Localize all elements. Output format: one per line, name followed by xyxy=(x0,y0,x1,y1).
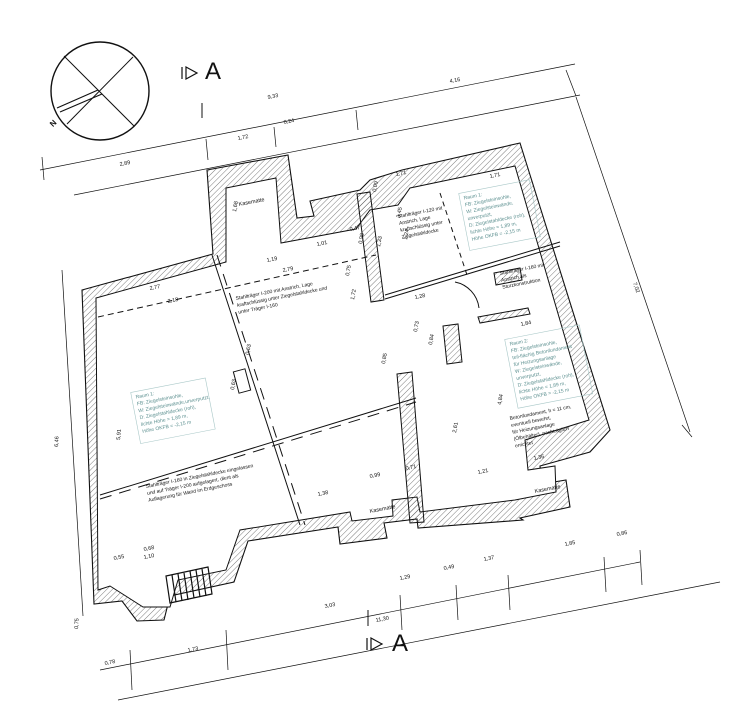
dim-261: 2,61 xyxy=(452,422,460,434)
dim-279: 2,79 xyxy=(282,266,294,274)
dim-073: 0,73 xyxy=(413,321,421,333)
dim-484: 4,84 xyxy=(497,394,505,406)
kasematte-mid-label: Kasematte xyxy=(369,504,396,515)
foundation-line-5: errichtet xyxy=(515,440,534,449)
dim-055: 0,55 xyxy=(113,554,125,562)
dim-173: 1,73 xyxy=(187,646,199,654)
dim-121: 1,21 xyxy=(477,468,489,476)
dim-128: 1,28 xyxy=(414,293,426,301)
dim-009: 0,09 xyxy=(372,181,380,193)
section-marker-bottom: A xyxy=(366,610,408,657)
stairs xyxy=(165,566,213,604)
section-label-top: A xyxy=(205,58,221,85)
dim-099: 0,99 xyxy=(369,472,381,480)
dim-933: 9,33 xyxy=(267,93,279,101)
dim-185: 1,85 xyxy=(564,540,576,548)
room1-left-line-1: Raum 1: xyxy=(135,391,155,400)
dim-138: 1,38 xyxy=(317,490,329,498)
dim-063: 0,63 xyxy=(230,379,238,391)
dim-303: 3,03 xyxy=(324,602,336,610)
section-marker-top: A xyxy=(181,58,221,118)
dim-078: 0,78 xyxy=(104,659,116,667)
dim-702: 7,02 xyxy=(631,282,640,294)
dim-136: 1,36 xyxy=(533,454,545,462)
dim-047: 0,47 xyxy=(349,225,361,233)
dim-075b: 0,75 xyxy=(345,265,353,277)
dim-172: 1,72 xyxy=(237,134,249,142)
dim-218: 2,18 xyxy=(167,297,179,305)
beam-160-right-line-2: Anstrich als xyxy=(501,273,528,284)
dim-024: 0,24 xyxy=(283,118,295,126)
room1-left-box: Raum 1: FB: Ziegelsteinsohle, W: Ziegels… xyxy=(130,377,216,444)
dim-133: 1,33 xyxy=(376,236,384,248)
dim-172b: 1,72 xyxy=(350,289,358,301)
dim-277: 2,77 xyxy=(149,284,161,292)
dim-416: 4,16 xyxy=(449,77,461,85)
dim-101: 1,01 xyxy=(316,240,328,248)
room1-top-line-1: Raum 1: xyxy=(463,192,483,201)
dim-085: 0,85 xyxy=(381,353,389,365)
dim-098: 0,98 xyxy=(358,233,366,245)
room1-top-line-4: unverputzt, xyxy=(467,212,492,223)
dim-171b: 1,71 xyxy=(489,172,501,180)
dim-289: 2,89 xyxy=(119,160,131,168)
dim-084: 0,84 xyxy=(428,334,436,346)
dim-049: 0,49 xyxy=(443,564,455,572)
dim-119: 1,19 xyxy=(266,256,278,264)
dim-171a: 1,71 xyxy=(395,170,407,178)
dim-129: 1,29 xyxy=(399,574,411,582)
dim-075: 0,75 xyxy=(74,618,81,629)
dim-168: 1,68 xyxy=(232,201,240,213)
dim-646: 6,46 xyxy=(54,436,61,447)
dim-110: 1,10 xyxy=(143,553,155,561)
room-info-boxes: Raum 1: FB: Ziegelsteinsohle, W: Ziegels… xyxy=(130,179,594,444)
steel-beams xyxy=(97,192,561,526)
dim-086: 0,86 xyxy=(616,530,628,538)
dimension-texts: 9,33 4,16 2,89 1,72 0,24 7,02 6,46 0,75 … xyxy=(54,77,640,667)
section-label-bottom: A xyxy=(392,630,408,657)
north-compass: N xyxy=(48,41,150,141)
room1-top-box: Raum 1: FB: Ziegelsteinsohle, W: Ziegels… xyxy=(458,179,541,251)
dim-591: 5,91 xyxy=(116,429,123,440)
dim-137: 1,37 xyxy=(483,555,495,563)
dim-068: 0,68 xyxy=(143,545,155,553)
dim-184: 1,84 xyxy=(520,320,532,328)
kasematte-top-label: Kasematte xyxy=(238,197,265,208)
interior-walls xyxy=(356,191,531,524)
north-label: N xyxy=(48,118,59,129)
dim-1130: 11,30 xyxy=(375,616,389,624)
dim-345: 3,45 xyxy=(396,207,404,219)
room2-line-1: Raum 2: xyxy=(509,338,529,347)
dim-071: 0,71 xyxy=(405,464,417,472)
kasematte-right-label: Kasematte xyxy=(534,484,561,495)
room2-line-6: unverputzt, xyxy=(516,371,541,382)
dimension-lines xyxy=(39,63,721,701)
dim-063b: 0,63 xyxy=(245,344,253,356)
dim-124: 1,24 xyxy=(403,229,411,241)
